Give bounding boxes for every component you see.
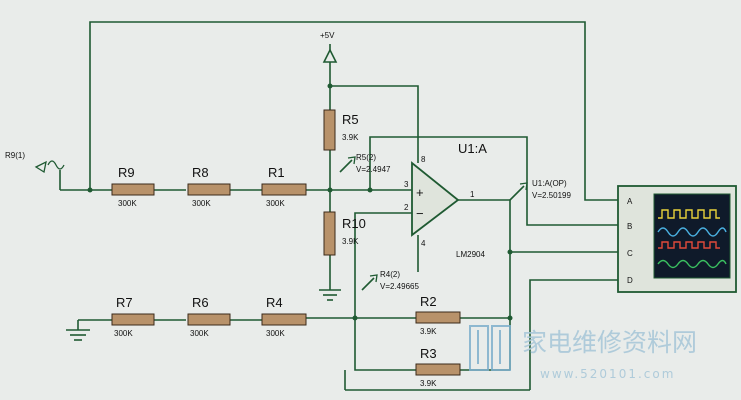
wire-output xyxy=(458,199,511,370)
probe-r4-value: V=2.49665 xyxy=(380,282,419,291)
trace-a xyxy=(658,209,720,219)
watermark-url: www.520101.com xyxy=(540,367,675,381)
junction-dot xyxy=(352,315,358,321)
opamp-name: U1:A xyxy=(458,141,487,156)
vcc-symbol xyxy=(322,44,338,63)
voltage-probe-r5-icon xyxy=(339,156,356,173)
junction-dot xyxy=(327,187,333,193)
resistor-r6 xyxy=(187,313,231,326)
scope-channel-b: B xyxy=(627,222,632,231)
resistor-r9 xyxy=(111,183,155,196)
resistor-r7 xyxy=(111,313,155,326)
r9-value: 300K xyxy=(118,199,137,208)
opamp-pin-4: 4 xyxy=(421,239,426,248)
wire-top-feedback xyxy=(89,21,618,201)
r9-name: R9 xyxy=(118,165,135,180)
ground-symbol xyxy=(319,289,341,301)
r8-name: R8 xyxy=(192,165,209,180)
opamp-minus-sign: − xyxy=(416,206,424,221)
r10-name: R10 xyxy=(342,216,366,231)
r5-name: R5 xyxy=(342,112,359,127)
r2-value: 3.9K xyxy=(420,327,437,336)
vcc-label: +5V xyxy=(320,31,335,40)
opamp-pin-1: 1 xyxy=(470,190,475,199)
r3-value: 3.9K xyxy=(420,379,437,388)
r6-value: 300K xyxy=(190,329,209,338)
watermark-text: 家电维修资料网 xyxy=(522,328,697,357)
resistor-r5 xyxy=(323,109,336,151)
r4-name: R4 xyxy=(266,295,283,310)
opamp-pin-2: 2 xyxy=(404,203,409,212)
junction-dot xyxy=(327,83,333,89)
r4-value: 300K xyxy=(266,329,285,338)
resistor-r1 xyxy=(261,183,307,196)
trace-c xyxy=(658,241,720,249)
scope-channel-c: C xyxy=(627,249,633,258)
probe-r5-value: V=2.4947 xyxy=(356,165,391,174)
wire-pin2 xyxy=(354,212,412,316)
junction-dot xyxy=(87,187,93,193)
junction-dot xyxy=(507,315,513,321)
resistor-r10 xyxy=(323,211,336,256)
trace-b xyxy=(657,227,727,237)
watermark-logo-icon xyxy=(469,325,511,371)
junction-dot xyxy=(507,249,513,255)
opamp-pin-3: 3 xyxy=(404,180,409,189)
r6-name: R6 xyxy=(192,295,209,310)
scope-channel-d: D xyxy=(627,276,633,285)
r10-value: 3.9K xyxy=(342,237,359,246)
probe-out-value: V=2.50199 xyxy=(532,191,571,200)
oscilloscope xyxy=(617,185,737,293)
scope-channel-a: A xyxy=(627,197,633,206)
wire-pin3-top xyxy=(369,136,618,226)
source-label: R9(1) xyxy=(5,151,25,160)
opamp-plus-sign: + xyxy=(416,185,424,200)
resistor-r3 xyxy=(415,363,461,376)
probe-r5-name: R5(2) xyxy=(356,153,376,162)
opamp-pin-8: 8 xyxy=(421,155,426,164)
probe-r4-name: R4(2) xyxy=(380,270,400,279)
r2-name: R2 xyxy=(420,294,437,309)
r1-name: R1 xyxy=(268,165,285,180)
r5-value: 3.9K xyxy=(342,133,359,142)
wire-r3-left xyxy=(354,316,416,371)
opamp-part: LM2904 xyxy=(456,250,485,259)
probe-out-name: U1:A(OP) xyxy=(532,179,567,188)
voltage-probe-out-icon xyxy=(509,182,528,201)
resistor-r4 xyxy=(261,313,307,326)
voltage-probe-r4-icon xyxy=(361,274,378,291)
opamp-triangle xyxy=(411,161,460,237)
resistor-r2 xyxy=(415,311,461,324)
r1-value: 300K xyxy=(266,199,285,208)
ac-source-icon xyxy=(34,160,65,190)
r7-name: R7 xyxy=(116,295,133,310)
wire-scope-d xyxy=(529,279,618,390)
junction-dot xyxy=(367,187,373,193)
r8-value: 300K xyxy=(192,199,211,208)
trace-d xyxy=(657,259,727,269)
resistor-r8 xyxy=(187,183,231,196)
r3-name: R3 xyxy=(420,346,437,361)
r7-value: 300K xyxy=(114,329,133,338)
ground-symbol-left xyxy=(66,320,90,341)
